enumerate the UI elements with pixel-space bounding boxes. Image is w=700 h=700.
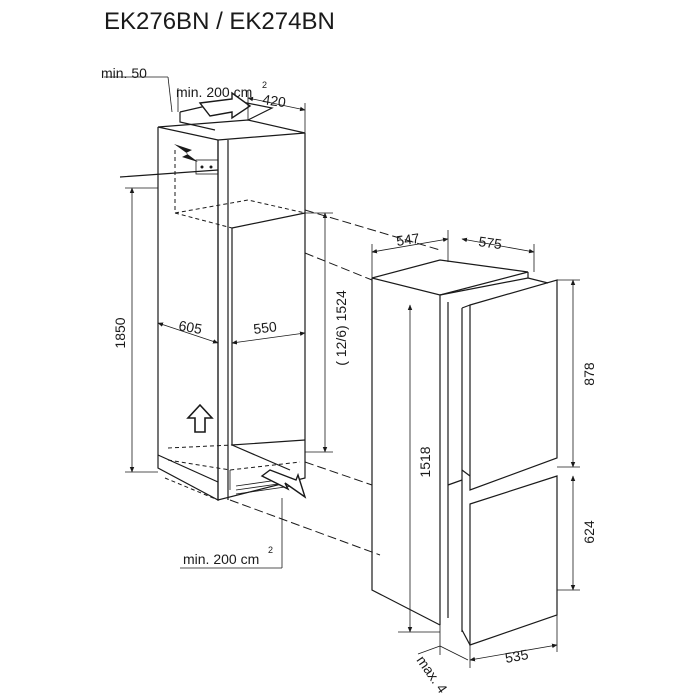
bottom-vent-superscript: 2 — [268, 545, 273, 555]
inner-height-label: ( 12/6) 1524 — [333, 290, 349, 366]
appliance-width-top-label: 575 — [478, 233, 504, 252]
airflow-arrow-icon — [260, 469, 307, 499]
upper-door-label: 878 — [581, 362, 597, 386]
appliance-dimensions — [371, 230, 580, 668]
gap-label: max. 4 — [414, 653, 451, 697]
top-vent-label: min. 200 cm — [176, 84, 252, 100]
bottom-width-label: 535 — [504, 646, 530, 666]
depth-label: 550 — [252, 318, 277, 337]
appliance-depth-label: 547 — [395, 230, 421, 249]
niche-dimensions — [104, 76, 333, 569]
page-title: EK276BN / EK274BN — [104, 8, 335, 35]
body-height-label: 1518 — [417, 446, 433, 477]
height-label: 1850 — [112, 317, 128, 348]
connector-lines — [229, 209, 441, 556]
width-label: 605 — [177, 317, 203, 337]
lower-door-label: 624 — [581, 520, 597, 544]
top-offset-label: min. 50 — [101, 65, 147, 81]
up-arrow-icon — [186, 403, 214, 433]
lightning-icon — [174, 144, 198, 162]
airflow-arrow-icon — [198, 91, 252, 120]
bottom-vent-label: min. 200 cm — [183, 551, 259, 567]
appliance-drawing — [371, 259, 558, 646]
depth-top-label: 420 — [262, 91, 288, 110]
top-vent-superscript: 2 — [262, 80, 267, 90]
niche-drawing — [119, 99, 306, 501]
